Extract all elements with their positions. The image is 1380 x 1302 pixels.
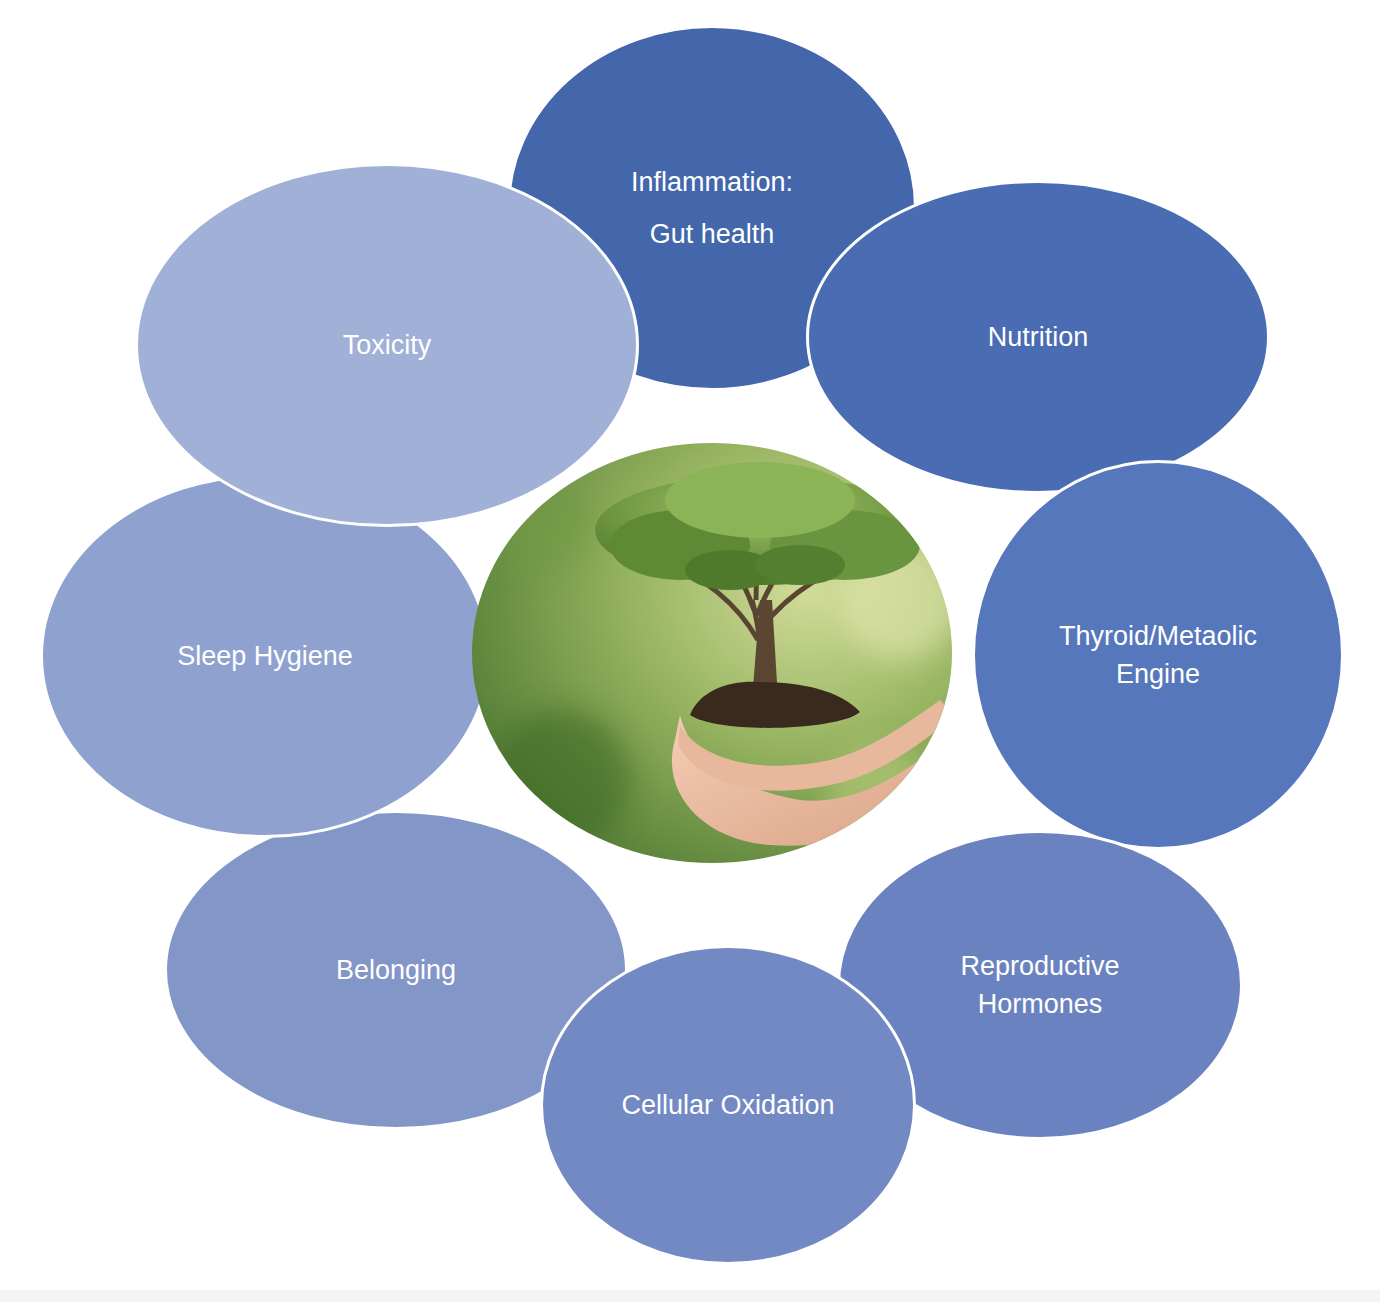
photo-background [470, 440, 955, 865]
node-label: Nutrition [988, 318, 1089, 356]
node-label: Belonging [336, 951, 456, 989]
ellipse-node: Toxicity [135, 163, 639, 527]
hand-fingers [678, 700, 955, 791]
ellipse-shape [42, 476, 489, 837]
ellipse-node: Thyroid/Metaolic Engine [972, 460, 1344, 850]
ellipse-node: Cellular Oxidation [540, 945, 916, 1265]
ellipse-node: Sleep Hygiene [40, 474, 490, 838]
tree-trunk [752, 600, 778, 700]
ellipse-node: Nutrition [806, 180, 1270, 494]
ellipse-shape [808, 182, 1269, 493]
node-label: Toxicity [343, 326, 432, 364]
node-label: Reproductive Hormones [930, 947, 1150, 1023]
page-edge [0, 1290, 1380, 1302]
ellipse-outline [972, 460, 1344, 850]
soil [690, 682, 860, 728]
hands [672, 715, 960, 846]
ellipse-shape [542, 947, 915, 1264]
tree-canopy [595, 462, 925, 590]
node-label-area: Nutrition [806, 180, 1270, 494]
node-label: Inflammation: Gut health [607, 156, 817, 260]
node-label-area: Cellular Oxidation [540, 945, 916, 1265]
ellipse-shape [137, 165, 638, 526]
tree-branches [660, 505, 870, 690]
node-label-area: Toxicity [135, 163, 639, 527]
node-label: Thyroid/Metaolic Engine [1033, 617, 1283, 693]
ellipse-shape [974, 462, 1343, 849]
ellipse-shape [166, 812, 627, 1129]
bokeh [490, 470, 960, 855]
node-label-area: Thyroid/Metaolic Engine [972, 460, 1344, 850]
node-label-area: Sleep Hygiene [40, 474, 490, 838]
photo-content [470, 440, 960, 865]
node-label: Sleep Hygiene [177, 637, 353, 675]
node-label: Cellular Oxidation [621, 1086, 834, 1124]
